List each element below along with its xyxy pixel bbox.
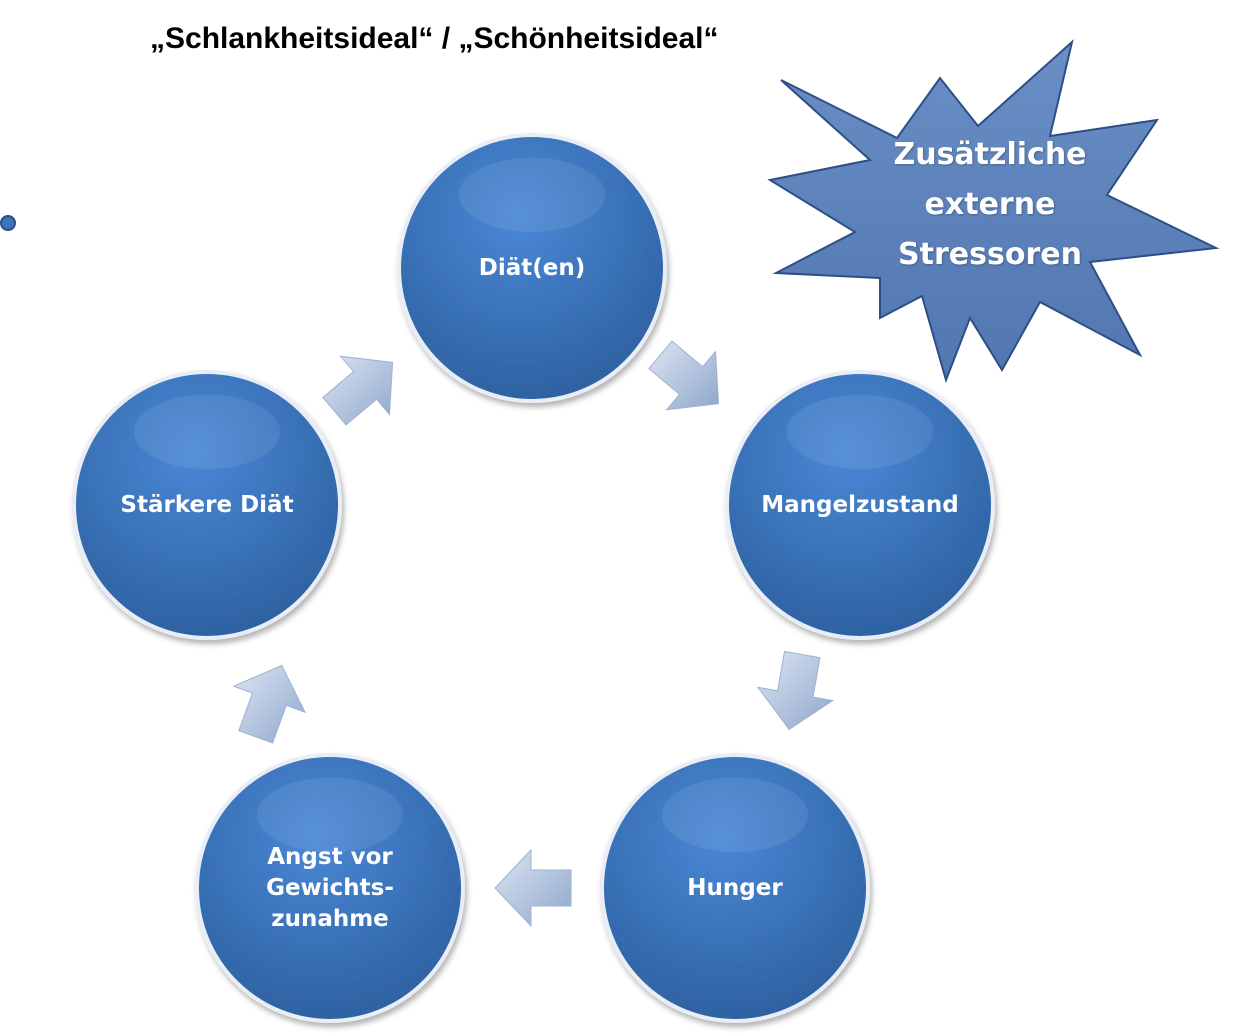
cycle-node-mangelzustand <box>725 370 995 640</box>
page-title: „Schlankheitsideal“ / „Schönheitsideal“ <box>150 22 719 55</box>
stressor-label: Zusätzliche externe Stressoren <box>893 137 1087 272</box>
cycle-arrow-2 <box>756 650 835 731</box>
stressor-starburst <box>767 39 1220 384</box>
bullet-dot <box>0 215 16 231</box>
cycle-node-label-hunger: Hunger <box>687 874 783 901</box>
cycle-node-angst <box>195 753 465 1023</box>
cycle-arrow-4 <box>232 664 307 744</box>
cycle-node-diaet <box>397 133 667 403</box>
cycle-arrow-1 <box>648 340 720 411</box>
cycle-node-label-mangelzustand: Mangelzustand <box>761 491 959 518</box>
cycle-node-staerkere-diaet <box>72 370 342 640</box>
cycle-node-label-diaet: Diät(en) <box>478 254 586 281</box>
cycle-node-label-angst: Angst vor Gewichts- zunahme <box>266 843 394 932</box>
cycle-node-label-staerkere-diaet: Stärkere Diät <box>120 491 294 518</box>
cycle-node-highlight <box>661 777 809 853</box>
cycle-node-highlight <box>786 394 934 470</box>
cycle-node-highlight <box>458 157 606 233</box>
cycle-node-highlight <box>256 777 404 853</box>
cycle-node-highlight <box>133 394 281 470</box>
cycle-arrow-3 <box>494 848 572 928</box>
cycle-node-hunger <box>600 753 870 1023</box>
cycle-arrow-5 <box>322 355 394 426</box>
